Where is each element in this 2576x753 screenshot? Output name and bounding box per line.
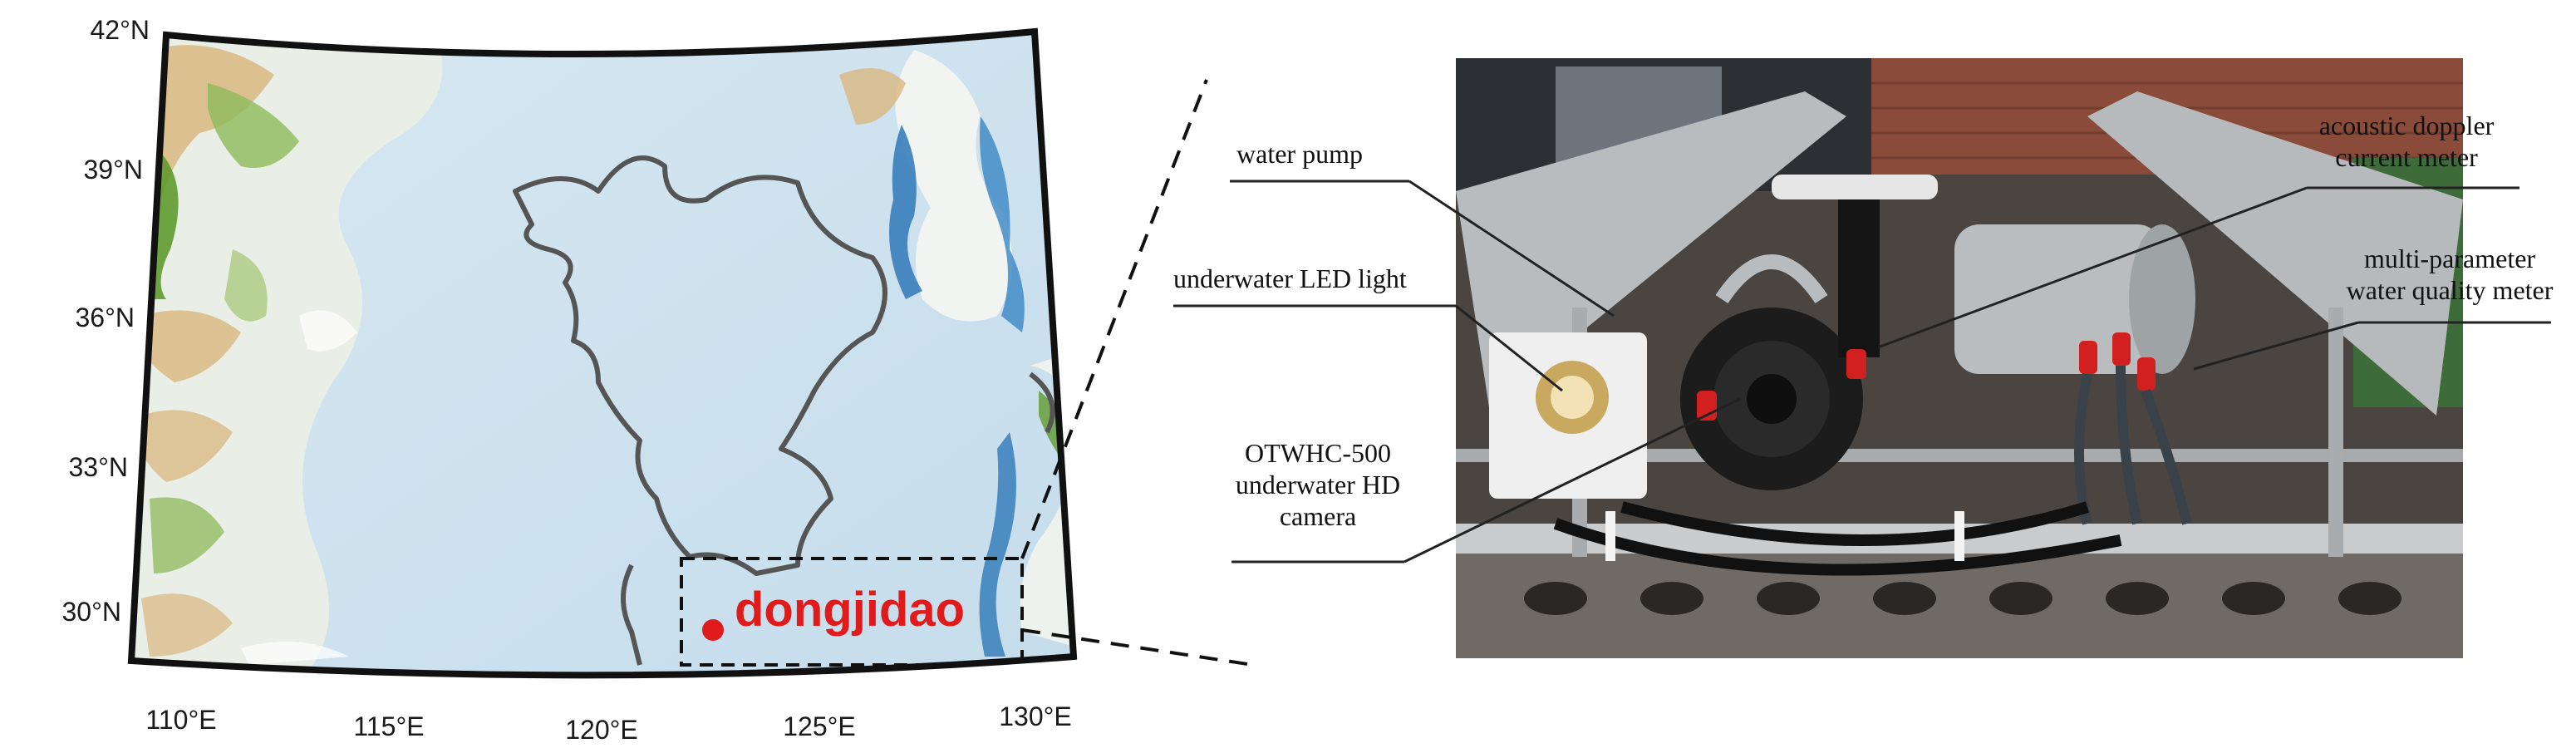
lat-tick-30: 30°N [61,597,122,627]
station-label: dongjidao [735,583,966,637]
lat-tick-33: 33°N [68,452,129,482]
land-korea [895,50,1012,322]
lat-tick-36: 36°N [75,303,135,332]
station-marker [702,619,724,641]
label-water-pump: water pump [1236,139,1363,169]
label-camera-line3: camera [1279,501,1357,531]
label-wq-line2: water quality meter [2346,275,2554,305]
label-camera: OTWHC-500 underwater HD camera [1185,437,1451,532]
shelf-contour [513,155,887,576]
connector-lower [1021,628,1254,667]
label-water-quality: multi-parameter water quality meter [2325,243,2574,306]
lon-tick-110: 110°E [145,705,217,735]
label-adcp-line2: current meter [2335,142,2478,172]
lat-tick-39: 39°N [83,155,144,185]
map-frame [127,27,1078,679]
map-panel [127,27,1078,679]
label-camera-line1: OTWHC-500 [1245,438,1391,468]
label-wq-line1: multi-parameter [2363,244,2536,273]
connector-upper [1020,79,1208,559]
label-adcp: acoustic doppler current meter [2265,110,2548,173]
lon-tick-120: 120°E [565,715,638,745]
label-camera-line2: underwater HD [1235,470,1401,500]
lon-tick-115: 115°E [353,711,425,741]
lat-tick-42: 42°N [90,15,150,45]
label-adcp-line1: acoustic doppler [2318,111,2495,140]
instrument-photo [1456,58,2463,658]
lon-tick-130: 130°E [999,701,1072,731]
study-area-box [680,557,1024,667]
lon-tick-125: 125°E [783,711,856,741]
label-led-light: underwater LED light [1173,263,1407,293]
